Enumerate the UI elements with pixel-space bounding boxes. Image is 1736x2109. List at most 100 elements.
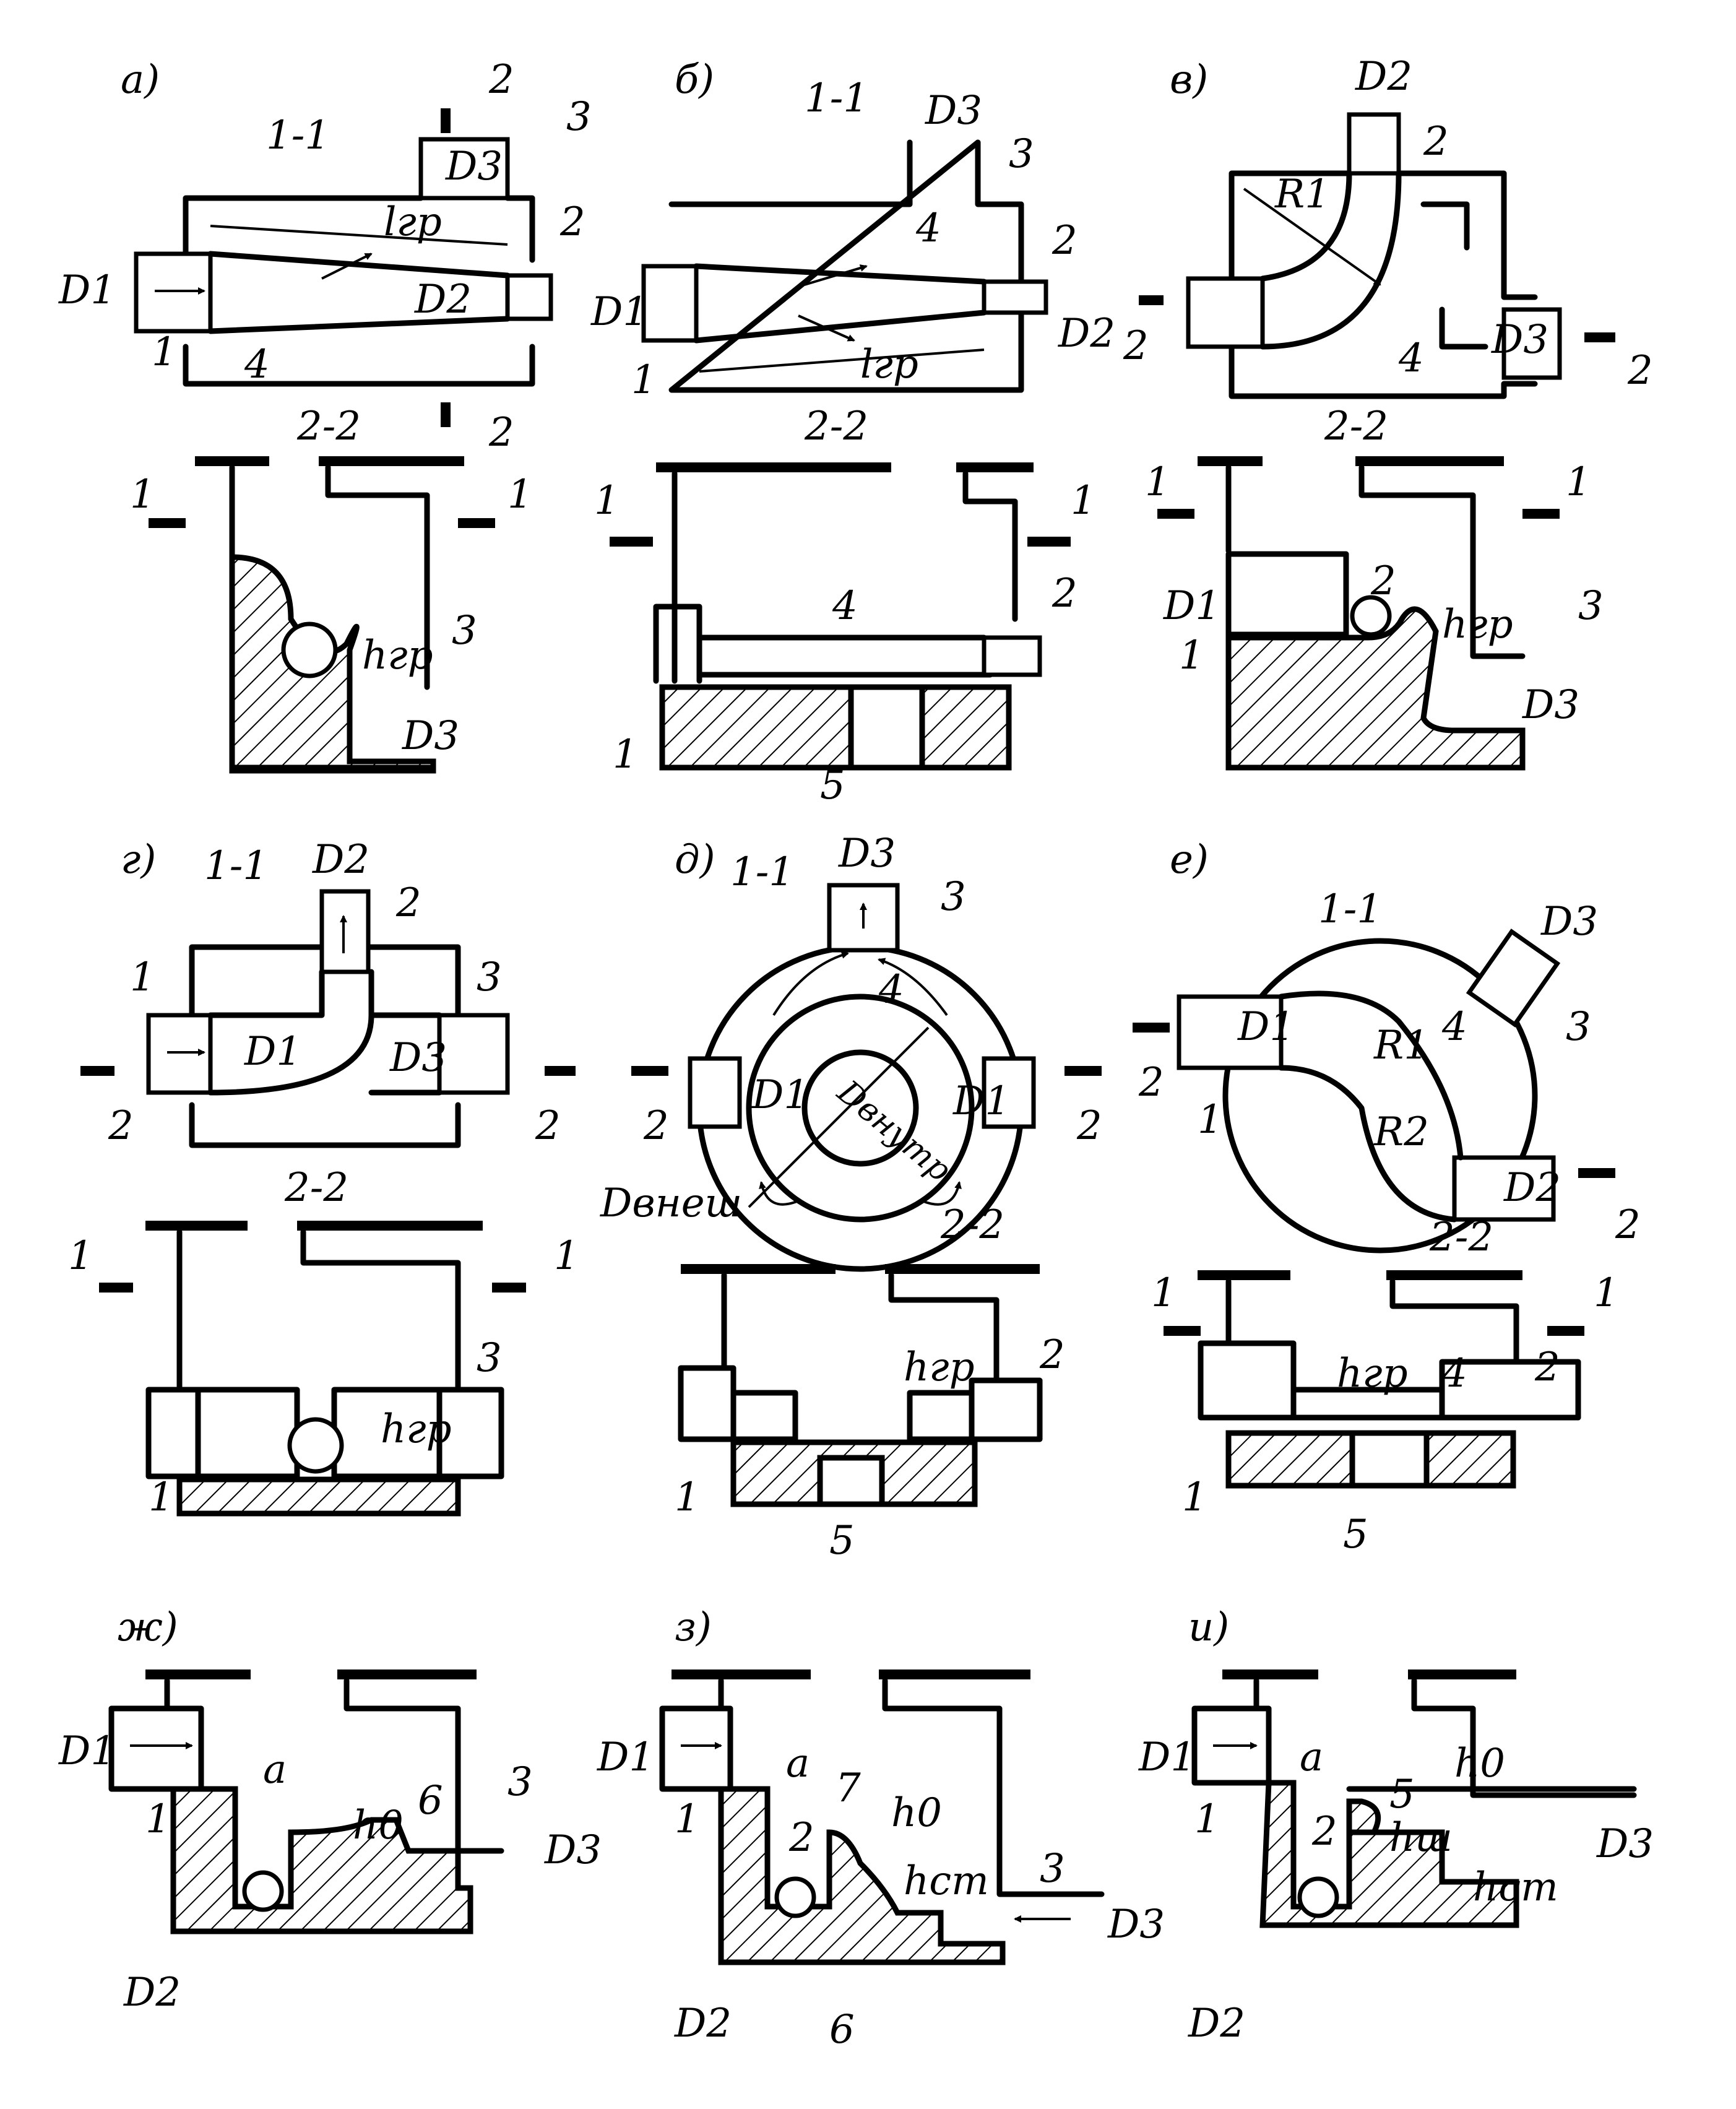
panel-g-num-1: 1 — [130, 955, 155, 1000]
panel-z-a-label: a — [786, 1741, 810, 1786]
panel-v-cut2-left: 2 — [1123, 323, 1149, 369]
panel-e-section-groove — [1290, 1387, 1581, 1421]
panel-e-section-inlet — [1198, 1340, 1297, 1421]
panel-e-section-outlet — [1439, 1359, 1581, 1421]
panel-e-D1-label: D1 — [1237, 1004, 1295, 1050]
panel-z-num-2: 2 — [788, 1815, 814, 1861]
panel-zh: ж) D1 D2 D3 a h0 1 3 6 — [58, 1604, 602, 2016]
panel-v-section-pipe — [1350, 595, 1392, 637]
panel-g-D2-label: D2 — [312, 837, 369, 883]
panel-v-R1-dim — [1243, 188, 1381, 286]
panel-v-cut1-left: 1 — [1145, 459, 1170, 505]
panel-e-outer-circle — [1222, 938, 1538, 1254]
panel-e-section-num-1: 1 — [1182, 1475, 1207, 1520]
panel-zh-fill — [170, 1786, 473, 1934]
panel-e-inlet-pipe — [1177, 994, 1284, 1070]
panel-d-section-left-chan — [730, 1390, 798, 1442]
panel-b-groove — [693, 263, 987, 344]
panel-b-section-well — [848, 684, 925, 771]
panel-g-section-walls — [176, 1229, 461, 1390]
panel-e-bend — [1278, 990, 1464, 1223]
panel-v-baffles — [1420, 201, 1488, 350]
panel-e-R2-label: R2 — [1373, 1109, 1429, 1155]
panel-z-inlet — [659, 1705, 733, 1792]
panel-b-lgr-dim — [699, 349, 985, 373]
panel-i-hsh-label: hш — [1389, 1815, 1453, 1861]
panel-b-section-num-5: 5 — [820, 763, 845, 808]
panel-v-section-num-2: 2 — [1370, 558, 1396, 604]
panel-zh-letter: ж) — [118, 1604, 178, 1650]
panel-zh-D1-label: D1 — [58, 1728, 116, 1774]
panel-i-h0-label: h0 — [1454, 1741, 1505, 1786]
panel-i-letter: и) — [1188, 1604, 1229, 1650]
panel-d-inlet-right — [982, 1056, 1036, 1129]
panel-g-bend — [207, 969, 443, 1096]
panel-d-cut2-right: 2 — [1076, 1103, 1102, 1149]
panel-v-inlet-pipe — [1186, 276, 1265, 349]
panel-g-section-fill — [176, 1476, 461, 1517]
panel-a: а) 1-1 lгр D1 D2 D3 1 2 3 4 2 2 2-2 hгр … — [58, 57, 592, 774]
panel-d-D1-right: D1 — [952, 1078, 1010, 1124]
panel-v-R1-label: R1 — [1274, 171, 1330, 217]
panel-i-num-5: 5 — [1389, 1772, 1415, 1817]
panel-v: в) R1 D2 D3 2 4 2 2 2-2 hгр D1 D3 2 3 1 … — [1123, 54, 1653, 771]
panel-g-hgr-label: hгр — [381, 1406, 452, 1452]
panel-a-D1-label: D1 — [58, 267, 116, 313]
panel-g-cut2-left: 2 — [108, 1103, 134, 1149]
panel-g-outlet-pipe — [437, 1013, 510, 1095]
panel-i-D1-label: D1 — [1138, 1734, 1196, 1780]
panel-i: и) D1 D2 D3 a h0 hст hш 1 2 5 — [1138, 1604, 1654, 2046]
panel-v-section-num-1: 1 — [1179, 633, 1204, 678]
panel-d-section-well — [817, 1455, 885, 1507]
panel-v-cut1-right: 1 — [1566, 459, 1591, 505]
panel-b-section-2-2: 2-2 — [804, 404, 868, 449]
panel-a-num-3: 3 — [566, 94, 592, 140]
panel-v-D3-label: D3 — [1491, 317, 1548, 363]
panel-d-flow-arrow-4 — [922, 1181, 962, 1206]
panel-g-cut1-left: 1 — [68, 1233, 93, 1279]
panel-e-section-1-1: 1-1 — [1318, 886, 1382, 932]
panel-b-section-num-4: 4 — [832, 583, 858, 629]
panel-a-groove — [207, 251, 511, 334]
panel-d-section-1-1: 1-1 — [730, 849, 794, 895]
panel-a-D3-label: D3 — [445, 144, 503, 189]
panel-a-inlet-pipe — [134, 251, 213, 334]
panel-a-lgr-label: lгр — [384, 199, 442, 245]
panel-z-D2-label: D2 — [674, 2001, 732, 2046]
panel-v-num-2: 2 — [1423, 119, 1449, 165]
panel-z-letter: з) — [675, 1604, 712, 1650]
panel-v-section-inlet — [1225, 551, 1349, 638]
panel-zh-D3-label: D3 — [544, 1827, 602, 1873]
panel-v-cut-2 — [1139, 295, 1615, 342]
panel-d-cut2-left: 2 — [643, 1103, 669, 1149]
panel-e-cut2-left: 2 — [1138, 1060, 1164, 1106]
panel-i-fill — [1259, 1780, 1519, 1928]
panel-e-section-well — [1349, 1430, 1430, 1489]
panel-b-num-1: 1 — [631, 357, 657, 403]
panel-e-num-3: 3 — [1566, 1004, 1591, 1050]
panel-z-num-7: 7 — [836, 1765, 861, 1811]
panel-v-section-D3: D3 — [1522, 682, 1579, 728]
panel-b-section-groove — [696, 634, 993, 678]
panel-d-section-2-2: 2-2 — [940, 1202, 1004, 1248]
panel-d-Dvnesh-label: Dвнеш — [600, 1180, 742, 1226]
panel-e-hgr-label: hгр — [1337, 1351, 1408, 1397]
panel-a-flow-arrow-2 — [321, 253, 373, 280]
panel-b-D3-label: D3 — [925, 88, 982, 134]
panel-d-letter: д) — [675, 837, 715, 883]
panel-e-D2-label: D2 — [1503, 1165, 1561, 1211]
panel-zh-D2-label: D2 — [123, 1970, 181, 2016]
panel-v-num-4: 4 — [1398, 336, 1424, 381]
panel-d-num-4: 4 — [878, 967, 904, 1013]
panel-b-num-3: 3 — [1009, 131, 1034, 177]
panel-g-cut2-right: 2 — [535, 1103, 561, 1149]
panel-e-num-4: 4 — [1441, 1004, 1467, 1050]
panel-b-cut1-left: 1 — [594, 478, 620, 524]
panel-i-pipe — [1297, 1876, 1339, 1918]
panel-i-walls — [1253, 1678, 1637, 1798]
panel-z-walls — [718, 1678, 1105, 1897]
panel-a-num-4: 4 — [244, 342, 270, 388]
panel-d-D3-label: D3 — [838, 831, 896, 877]
panel-e-cut1-right: 1 — [1594, 1270, 1619, 1316]
